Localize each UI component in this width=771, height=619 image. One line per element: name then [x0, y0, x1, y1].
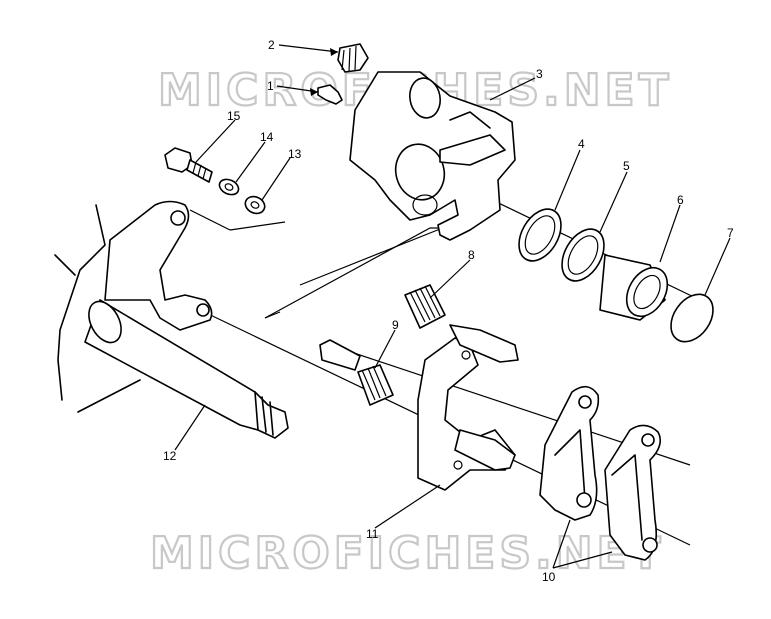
leader-lines [174, 44, 731, 569]
bolt [164, 147, 213, 183]
watermark-bottom: MICROFICHES.NET [150, 528, 665, 579]
mounting-bracket [417, 324, 519, 491]
callout-3: 3 [536, 67, 543, 81]
callout-5: 5 [623, 159, 630, 173]
brake-fitting [317, 84, 343, 105]
dust-boot [561, 228, 605, 282]
callout-13: 13 [288, 147, 302, 161]
callout-2: 2 [268, 38, 275, 52]
lock-washer [218, 178, 240, 196]
caliper-pin [319, 339, 394, 406]
spring-upper [404, 284, 446, 329]
callout-6: 6 [677, 193, 684, 207]
callout-9: 9 [392, 318, 399, 332]
piston-cap [670, 293, 714, 343]
callout-14: 14 [260, 130, 274, 144]
flat-washer [244, 195, 266, 215]
piston [599, 254, 669, 321]
callout-11: 11 [366, 527, 379, 541]
callout-7: 7 [727, 226, 734, 240]
callout-10: 10 [542, 570, 556, 584]
caliper-body [349, 71, 516, 241]
piston-seal [518, 208, 562, 262]
callout-15: 15 [227, 109, 241, 123]
spindle-bracket [54, 200, 289, 439]
bleeder-screw [337, 43, 369, 73]
callout-4: 4 [578, 137, 585, 151]
brake-pads [539, 385, 661, 561]
callout-8: 8 [468, 248, 475, 262]
callout-12: 12 [163, 449, 177, 463]
callout-1: 1 [267, 79, 274, 93]
